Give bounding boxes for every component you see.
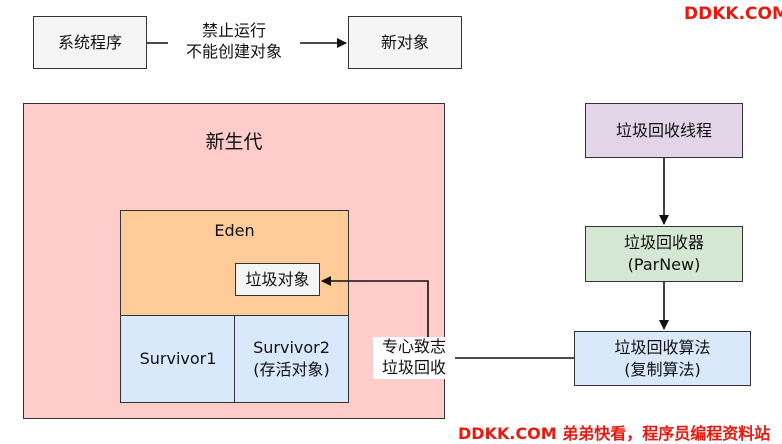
- gc-thread-label: 垃圾回收线程: [615, 120, 712, 140]
- new-object-label: 新对象: [380, 32, 429, 52]
- gc-collector-label: 垃圾回收器: [623, 233, 704, 253]
- gc-algorithm-box: 垃圾回收算法 (复制算法): [574, 331, 751, 386]
- top-edge-label-line2: 不能创建对象: [185, 41, 282, 61]
- watermark-bottom: DDKK.COM 弟弟快看，程序员编程资料站: [458, 424, 771, 443]
- gc-algorithm-name: (复制算法): [624, 359, 701, 379]
- gc-edge-label-line1: 专心致志: [381, 337, 446, 356]
- top-edge-label: 禁止运行 不能创建对象: [168, 21, 300, 63]
- system-program-box: 系统程序: [33, 16, 147, 69]
- watermark-top: DDKK.COM: [684, 4, 782, 24]
- survivor1-label: Survivor1: [139, 349, 217, 369]
- survivor2-label: Survivor2: [253, 338, 330, 358]
- garbage-object-box: 垃圾对象: [235, 263, 320, 296]
- survivor2-status: (存活对象): [253, 360, 330, 379]
- system-program-label: 系统程序: [57, 32, 122, 52]
- gc-edge-label-line2: 垃圾回收: [381, 357, 446, 377]
- gc-collector-box: 垃圾回收器 (ParNew): [585, 226, 743, 282]
- garbage-object-label: 垃圾对象: [245, 269, 310, 289]
- eden-label: Eden: [214, 221, 255, 240]
- gc-edge-label: 专心致志 垃圾回收: [373, 337, 455, 379]
- new-object-box: 新对象: [348, 16, 462, 69]
- survivor1-area: Survivor1: [120, 315, 236, 403]
- top-edge-label-line1: 禁止运行: [201, 21, 266, 40]
- survivor2-area: Survivor2 (存活对象): [234, 315, 349, 403]
- gc-collector-name: (ParNew): [627, 255, 701, 274]
- gc-thread-box: 垃圾回收线程: [585, 103, 743, 158]
- gc-algorithm-label: 垃圾回收算法: [614, 337, 711, 357]
- young-gen-title: 新生代: [205, 131, 263, 153]
